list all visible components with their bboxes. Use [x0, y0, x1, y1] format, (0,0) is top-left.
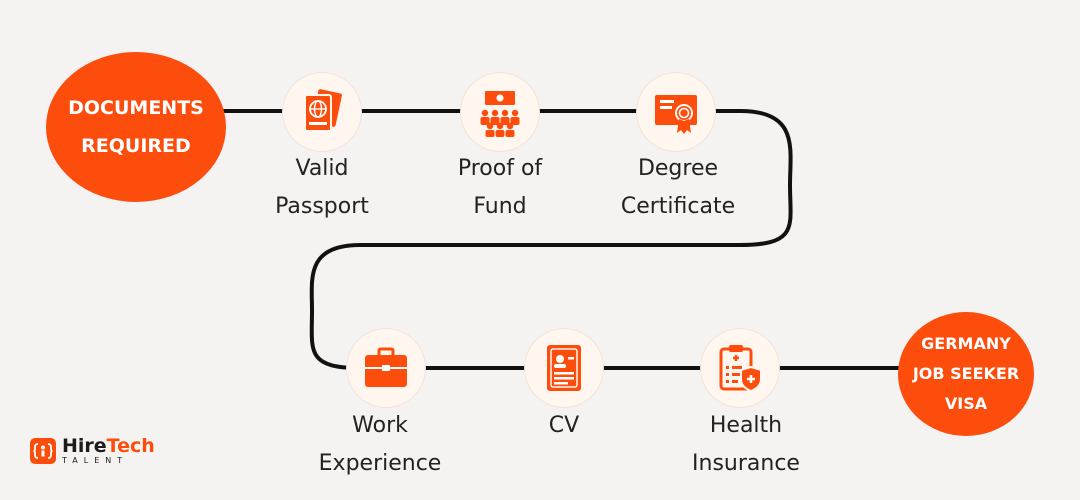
step-label-line1: Health: [709, 413, 783, 438]
step-label-line1: Valid: [295, 156, 349, 181]
step-node-degree-certificate: [636, 72, 716, 152]
logo-name-part2: Tech: [106, 435, 155, 457]
step-node-passport: [282, 72, 362, 152]
passport-icon: [304, 89, 342, 132]
step-node-work-experience: [346, 328, 426, 408]
logo-mark-icon: [30, 438, 56, 464]
step-label-cv: CV: [474, 407, 654, 445]
step-label-line2: Fund: [473, 194, 527, 219]
germany-visa-badge: GERMANY JOB SEEKER VISA: [898, 312, 1034, 436]
certificate-icon: [655, 95, 697, 134]
start-line2: REQUIRED: [81, 135, 191, 157]
step-label-passport: Valid Passport: [232, 150, 412, 226]
briefcase-icon: [365, 347, 407, 387]
step-label-line1: Degree: [637, 156, 719, 181]
end-line2: JOB SEEKER: [912, 364, 1020, 383]
step-label-line2: Passport: [275, 194, 369, 219]
step-label-health-insurance: Health Insurance: [656, 407, 836, 483]
cv-document-icon: [547, 345, 581, 391]
step-node-cv: [524, 328, 604, 408]
step-label-line1: Proof of: [457, 156, 543, 181]
end-line1: GERMANY: [921, 334, 1011, 353]
logo-name: HireTech: [62, 436, 155, 456]
step-label-line2: Experience: [318, 451, 442, 476]
hiretech-logo: HireTech TALENT: [30, 436, 155, 466]
step-label-work-experience: Work Experience: [290, 407, 470, 483]
step-label-degree-certificate: Degree Certificate: [588, 150, 768, 226]
audience-fund-icon: [480, 91, 520, 137]
logo-name-part1: Hire: [62, 435, 107, 457]
step-node-health-insurance: [700, 328, 780, 408]
logo-subtitle: TALENT: [62, 456, 129, 465]
step-label-line2: Certificate: [620, 194, 736, 219]
documents-required-badge: DOCUMENTS REQUIRED: [46, 52, 226, 202]
health-insurance-icon: [719, 345, 762, 393]
start-line1: DOCUMENTS: [68, 97, 204, 119]
step-label-proof-of-fund: Proof of Fund: [410, 150, 590, 226]
end-line3: VISA: [944, 394, 988, 413]
step-node-proof-of-fund: [460, 72, 540, 152]
step-label-line1: Work: [352, 413, 408, 438]
step-label-line2: Insurance: [692, 451, 800, 476]
step-label-line1: CV: [548, 413, 580, 438]
